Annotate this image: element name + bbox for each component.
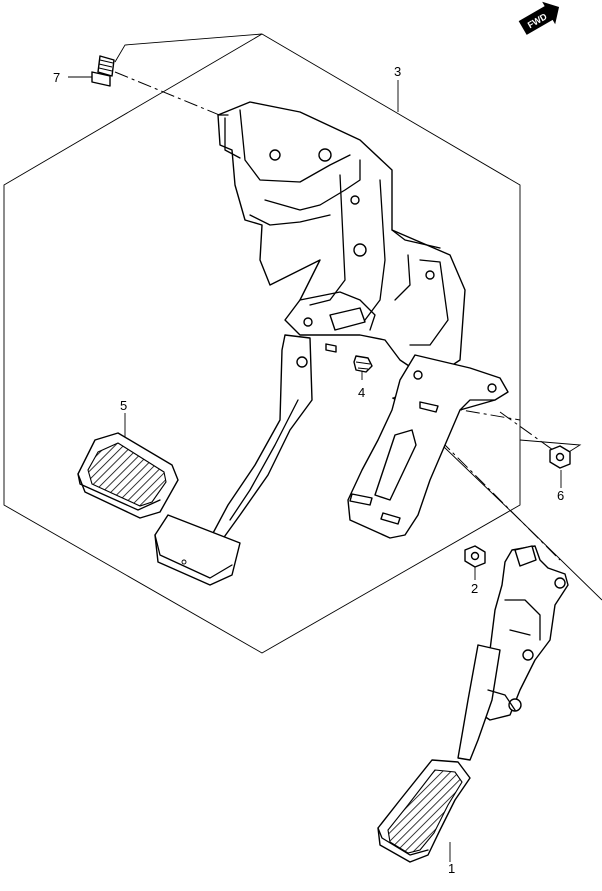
callout-6: 6	[557, 488, 564, 503]
clip-small	[325, 343, 337, 353]
clip-part-4	[353, 355, 373, 373]
brake-pedal-pad	[154, 514, 241, 586]
callout-1: 1	[448, 861, 455, 876]
leader-dashdot-nut-6	[499, 411, 561, 456]
callout-4: 4	[358, 385, 365, 400]
accelerator-pedal-part-1	[457, 545, 569, 761]
lower-bracket-plate	[347, 354, 509, 539]
leader-dashdot-bracket-right	[391, 397, 521, 421]
nut-part-2	[464, 545, 486, 568]
leader-line-7	[68, 33, 263, 78]
pedal-pad-cover-part-5	[77, 432, 179, 519]
callout-3: 3	[394, 64, 401, 79]
leader-dashdot-accel	[439, 439, 561, 561]
leader-line-6	[519, 439, 582, 488]
nut-part-6	[549, 445, 571, 469]
fwd-badge: FWD	[518, 1, 560, 35]
callout-5: 5	[120, 398, 127, 413]
callout-7: 7	[53, 70, 60, 85]
brake-pedal-arm	[211, 334, 313, 541]
accelerator-pedal-pad	[377, 759, 471, 863]
pedal-bracket-part-3	[217, 101, 466, 381]
bolt-part-7	[91, 55, 115, 87]
callout-2: 2	[471, 581, 478, 596]
assembly-boundary	[3, 33, 521, 654]
